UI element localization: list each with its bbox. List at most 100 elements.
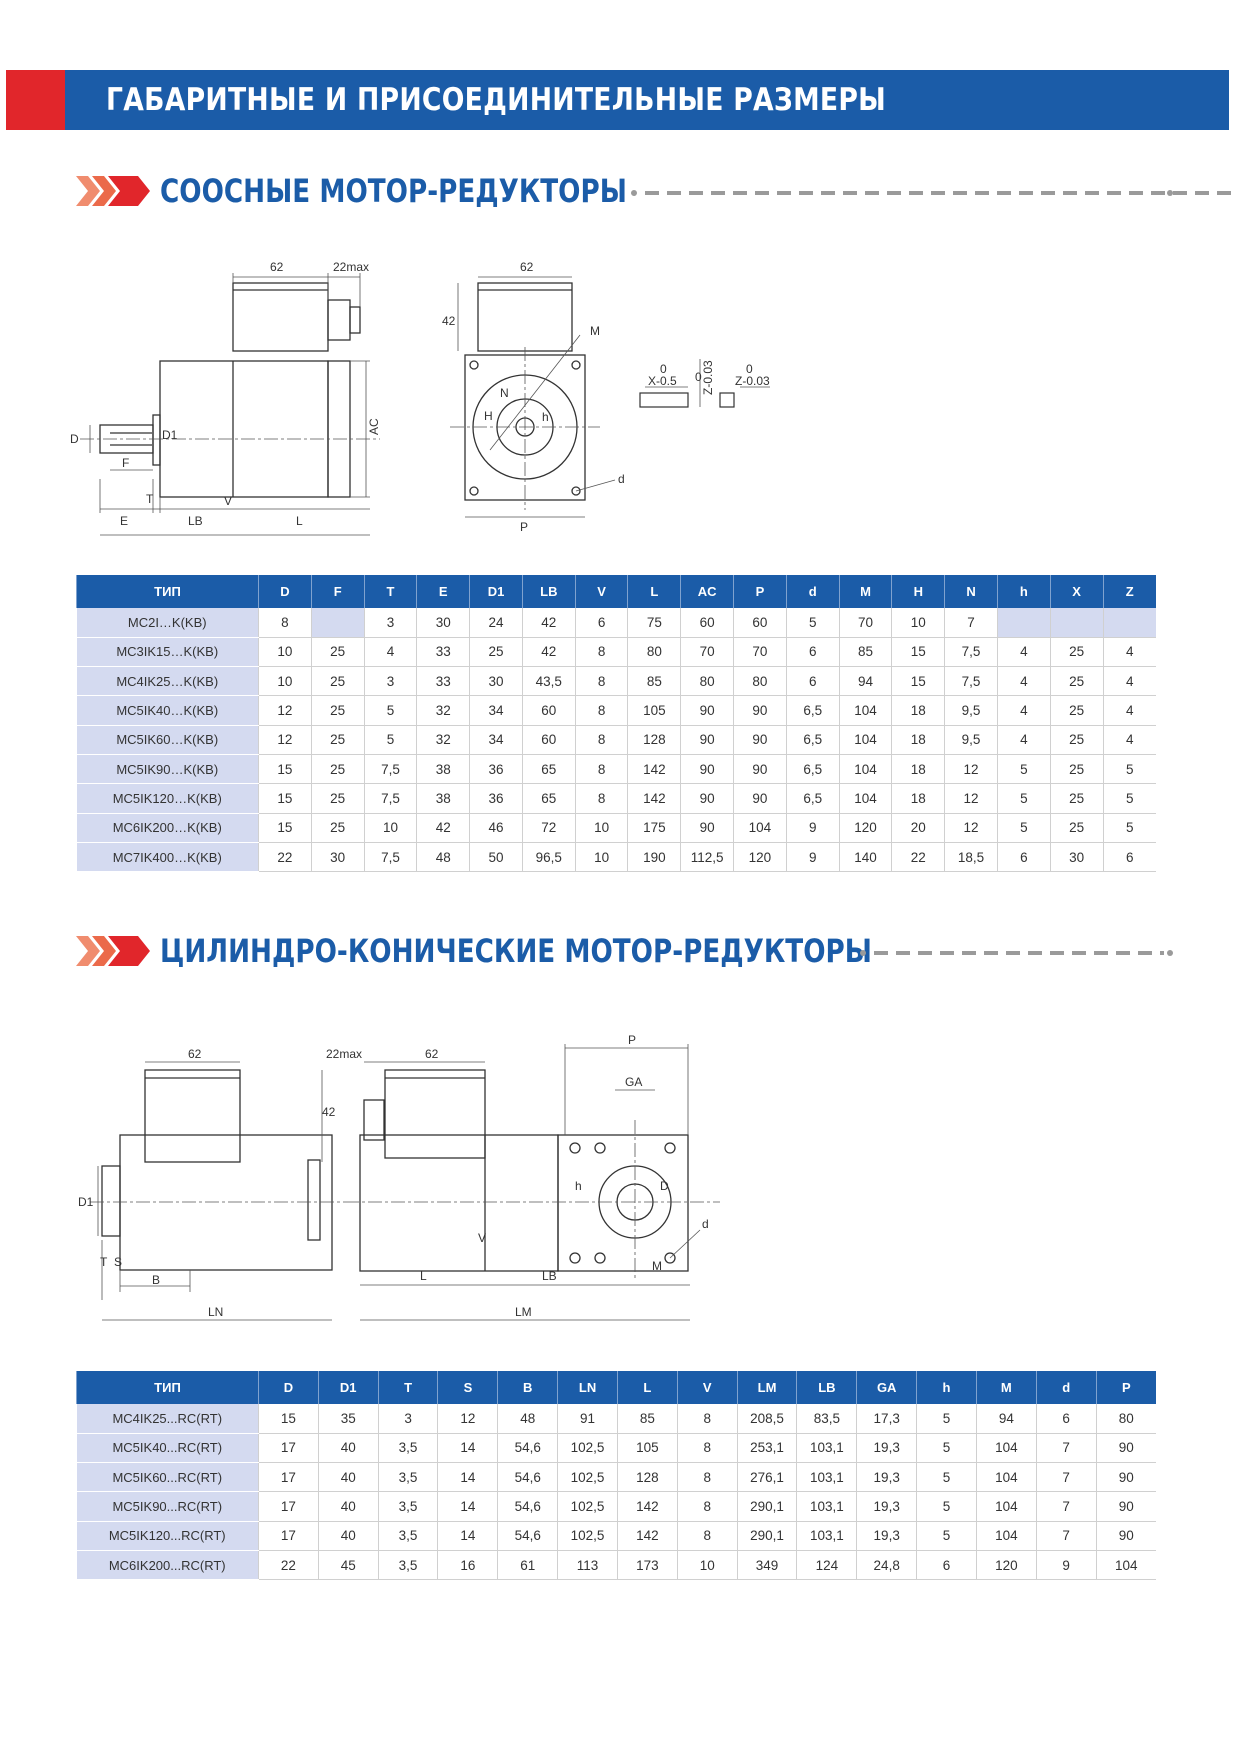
value-cell: 19,3 <box>856 1462 917 1493</box>
value-cell: 103,1 <box>796 1462 857 1493</box>
value-cell: 6 <box>1035 1404 1097 1434</box>
value-cell: 8 <box>676 1433 738 1464</box>
value-cell: 5 <box>916 1521 977 1551</box>
value-cell: 12 <box>944 754 998 785</box>
value-cell: 90 <box>680 725 734 755</box>
value-cell: 33 <box>416 637 470 668</box>
value-cell: 276,1 <box>736 1462 797 1493</box>
type-cell: MC5IK120...RC(RT) <box>76 1521 259 1551</box>
value-cell: 80 <box>1095 1404 1156 1434</box>
dash-dot <box>860 950 866 956</box>
value-cell: 34 <box>469 695 523 726</box>
page-title: ГАБАРИТНЫЕ И ПРИСОЕДИНИТЕЛЬНЫЕ РАЗМЕРЫ <box>106 82 887 118</box>
dash-dot <box>1167 190 1173 196</box>
value-cell: 9 <box>785 842 840 873</box>
value-cell: 3,5 <box>377 1491 438 1522</box>
dim-label: 42 <box>442 314 456 328</box>
column-header: P <box>1095 1371 1156 1404</box>
column-header: LB <box>796 1371 857 1404</box>
value-cell: 6,5 <box>785 754 840 785</box>
value-cell: 8 <box>676 1491 738 1522</box>
dim-label: D <box>660 1179 669 1193</box>
column-header: V <box>574 575 628 608</box>
value-cell: 72 <box>521 813 576 843</box>
dim-label: P <box>628 1033 636 1047</box>
value-cell: 102,5 <box>557 1462 618 1493</box>
type-cell: MC7IK400…K(KB) <box>76 842 259 873</box>
value-cell: 40 <box>317 1521 379 1551</box>
value-cell: 38 <box>416 783 470 814</box>
value-cell: 15 <box>258 783 312 814</box>
value-cell: 15 <box>891 666 945 697</box>
column-header: S <box>437 1371 498 1404</box>
dim-label: D1 <box>162 428 178 442</box>
value-cell: 104 <box>733 813 787 843</box>
value-cell: 85 <box>627 666 681 697</box>
value-cell: 3,5 <box>377 1550 438 1581</box>
value-cell: 32 <box>416 725 470 755</box>
type-cell: MC5IK120…K(KB) <box>76 783 259 814</box>
value-cell: 19,3 <box>856 1433 917 1464</box>
value-cell: 22 <box>258 842 312 873</box>
value-cell: 5 <box>1102 754 1156 785</box>
value-cell: 8 <box>574 637 628 668</box>
value-cell: 17 <box>258 1433 319 1464</box>
dim-label: V <box>224 494 232 508</box>
value-cell: 36 <box>469 783 523 814</box>
type-cell: MC2I…K(KB) <box>76 608 259 638</box>
value-cell: 12 <box>258 725 312 755</box>
value-cell: 104 <box>975 1433 1037 1464</box>
value-cell: 104 <box>838 725 892 755</box>
value-cell: 10 <box>258 637 312 668</box>
value-cell: 4 <box>996 637 1051 668</box>
dim-label: X-0.5 <box>648 374 677 388</box>
value-cell: 25 <box>1049 666 1103 697</box>
value-cell: 7 <box>1035 1462 1097 1493</box>
value-cell: 5 <box>996 783 1051 814</box>
dim-label: 62 <box>425 1047 439 1061</box>
column-header: LB <box>521 575 576 608</box>
value-cell: 120 <box>733 842 787 873</box>
value-cell: 70 <box>733 637 787 668</box>
value-cell: 7,5 <box>944 666 998 697</box>
value-cell: 140 <box>838 842 892 873</box>
value-cell: 54,6 <box>497 1433 558 1464</box>
dim-label: D1 <box>78 1195 94 1209</box>
value-cell: 30 <box>1049 842 1103 873</box>
dim-label: N <box>500 386 509 400</box>
value-cell: 90 <box>733 695 787 726</box>
value-cell: 175 <box>627 813 681 843</box>
value-cell: 120 <box>838 813 892 843</box>
value-cell: 124 <box>796 1550 857 1581</box>
dash-dot <box>1167 950 1173 956</box>
value-cell: 5 <box>785 608 840 638</box>
value-cell: 112,5 <box>680 842 734 873</box>
value-cell: 10 <box>363 813 417 843</box>
type-cell: MC6IK200…K(KB) <box>76 813 259 843</box>
header-red-block <box>6 70 65 130</box>
dim-label: T <box>146 492 154 506</box>
value-cell: 208,5 <box>736 1404 797 1434</box>
value-cell: 85 <box>616 1404 678 1434</box>
value-cell: 36 <box>469 754 523 785</box>
value-cell: 104 <box>1095 1550 1156 1581</box>
value-cell: 90 <box>1095 1462 1156 1493</box>
value-cell: 90 <box>680 783 734 814</box>
value-cell: 8 <box>574 754 628 785</box>
value-cell: 46 <box>469 813 523 843</box>
value-cell: 8 <box>574 695 628 726</box>
value-cell: 142 <box>616 1491 678 1522</box>
value-cell: 25 <box>310 637 365 668</box>
value-cell: 90 <box>680 695 734 726</box>
dim-label: H <box>484 409 493 423</box>
value-cell: 10 <box>574 842 628 873</box>
value-cell: 8 <box>258 608 312 638</box>
value-cell: 65 <box>521 783 576 814</box>
